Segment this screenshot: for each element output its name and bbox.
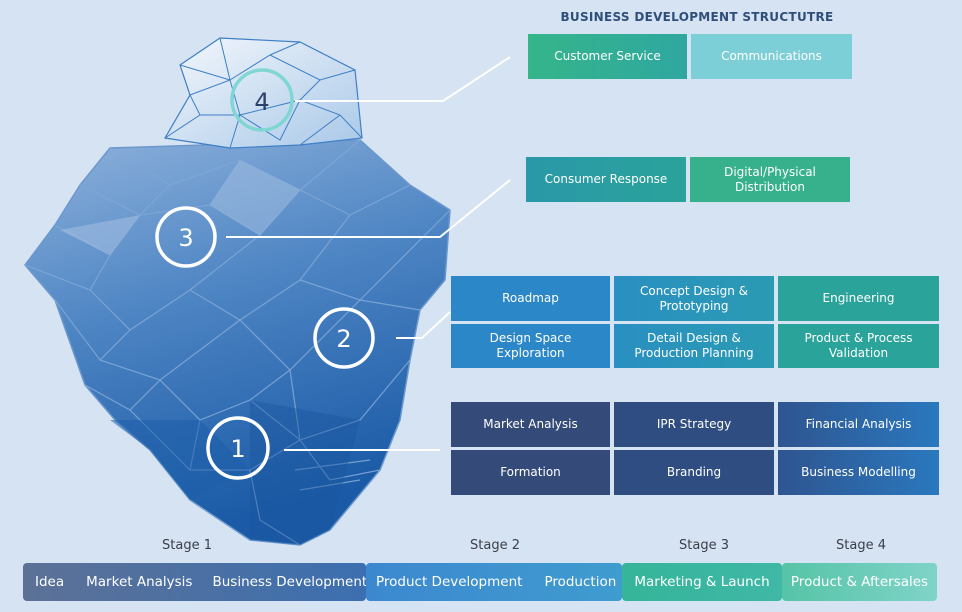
connector-level-4 bbox=[295, 56, 511, 102]
stage-2-label: Stage 2 bbox=[470, 538, 520, 553]
box-concept-design-prototyping: Concept Design & Prototyping bbox=[614, 276, 774, 321]
box-ipr-strategy: IPR Strategy bbox=[614, 402, 774, 447]
stage-4-label: Stage 4 bbox=[836, 538, 886, 553]
box-design-space-exploration: Design Space Exploration bbox=[451, 324, 610, 368]
box-detail-design-production-planning: Detail Design & Production Planning bbox=[614, 324, 774, 368]
level-2-number: 2 bbox=[336, 325, 351, 353]
stage-1-label: Stage 1 bbox=[162, 538, 212, 553]
box-customer-service: Customer Service bbox=[528, 34, 687, 79]
timeline-product-development: Product Development bbox=[376, 574, 523, 590]
level-3-circle bbox=[155, 206, 217, 268]
timeline-stage-2: Product Development Production bbox=[366, 563, 622, 601]
timeline-idea: Idea bbox=[35, 574, 65, 590]
level-2-circle bbox=[313, 307, 375, 369]
box-formation: Formation bbox=[451, 450, 610, 495]
timeline-market-analysis: Market Analysis bbox=[86, 574, 193, 590]
box-engineering: Engineering bbox=[778, 276, 939, 321]
box-communications: Communications bbox=[691, 34, 852, 79]
level-3-number: 3 bbox=[178, 224, 193, 252]
box-consumer-response: Consumer Response bbox=[526, 157, 686, 202]
box-digital-physical-distribution: Digital/Physical Distribution bbox=[690, 157, 850, 202]
timeline-stage-1: Idea Market Analysis Business Developmen… bbox=[23, 563, 368, 601]
timeline-marketing-launch: Marketing & Launch bbox=[634, 574, 770, 590]
timeline-product-aftersales: Product & Aftersales bbox=[790, 574, 929, 590]
stage-3-label: Stage 3 bbox=[679, 538, 729, 553]
box-financial-analysis: Financial Analysis bbox=[778, 402, 939, 447]
level-4-number: 4 bbox=[254, 88, 269, 116]
timeline-stage-3: Marketing & Launch bbox=[622, 563, 782, 601]
connector-level-3 bbox=[226, 179, 511, 238]
level-1-number: 1 bbox=[230, 435, 245, 463]
timeline-production: Production bbox=[544, 574, 617, 590]
timeline-stage-4: Product & Aftersales bbox=[782, 563, 937, 601]
box-roadmap: Roadmap bbox=[451, 276, 610, 321]
box-market-analysis: Market Analysis bbox=[451, 402, 610, 447]
level-4-circle bbox=[230, 68, 294, 132]
iceberg-tip bbox=[164, 37, 363, 149]
box-product-process-validation: Product & Process Validation bbox=[778, 324, 939, 368]
diagram-title: BUSINESS DEVELOPMENT STRUCTUTRE bbox=[560, 10, 834, 24]
timeline-business-development: Business Development bbox=[212, 574, 368, 590]
level-1-circle bbox=[206, 416, 270, 480]
connector-level-2 bbox=[396, 311, 451, 339]
box-branding: Branding bbox=[614, 450, 774, 495]
box-business-modelling: Business Modelling bbox=[778, 450, 939, 495]
